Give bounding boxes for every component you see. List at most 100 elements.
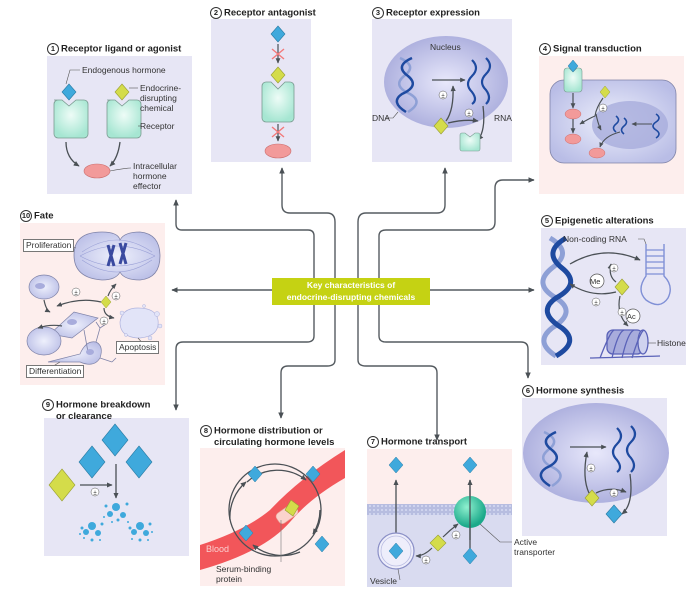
panel-6-drawing: ±± (523, 403, 669, 524)
effector (264, 143, 292, 159)
edc-diamond (48, 468, 76, 502)
connector-1 (173, 199, 315, 278)
ac-badge (625, 308, 641, 324)
hormone-diamond (388, 542, 404, 560)
label-me: Me (590, 277, 601, 286)
connector-9 (173, 304, 315, 411)
chromosome (106, 244, 116, 267)
cell (26, 326, 62, 356)
hormone-diamond (305, 465, 321, 483)
label-ac: Ac (627, 312, 636, 321)
receptor-shape (459, 132, 481, 152)
label-effector-2: hormone (133, 171, 167, 181)
panel-3-drawing: ±± (384, 36, 508, 152)
me-badge (589, 273, 605, 289)
label-receptor: Receptor (140, 121, 175, 131)
cell-membrane (367, 504, 512, 515)
pm-symbol: ± (93, 490, 97, 496)
effector (83, 163, 111, 179)
block-x-icon (271, 126, 285, 138)
chromosome (118, 242, 128, 265)
cell (49, 311, 99, 339)
edc-diamond (429, 534, 447, 552)
label-differentiation: Differentiation (26, 365, 85, 378)
blood-vessel (200, 450, 345, 570)
panel-2-drawing (261, 25, 295, 159)
edc-diamond (599, 85, 611, 99)
label-non-coding-rna: Non-coding RNA (563, 234, 627, 244)
receptor-shape (53, 99, 89, 139)
hormone-diamond (388, 456, 404, 474)
hormone-diamond (247, 465, 263, 483)
label-blood: Blood (206, 544, 230, 554)
label-apoptosis: Apoptosis (116, 341, 160, 354)
pm-symbol: ± (612, 491, 616, 497)
panel-8-drawing (200, 450, 345, 570)
hormone-diamond (238, 524, 254, 542)
pm-symbol: ± (424, 558, 428, 564)
pm-symbol: ± (441, 93, 445, 99)
receptor-shape (106, 99, 142, 139)
pm-symbol: ± (114, 294, 118, 300)
effector (588, 147, 606, 159)
fragments (79, 502, 153, 542)
label-nucleus: Nucleus (430, 42, 461, 52)
dividing-cell (73, 231, 161, 281)
edc-diamond (584, 489, 600, 507)
neuron (47, 341, 102, 365)
hormone-diamond (605, 504, 623, 524)
pm-symbol: ± (620, 310, 624, 316)
edc-diamond (433, 117, 449, 135)
pm-symbol: ± (612, 266, 616, 272)
pm-badge (438, 90, 448, 100)
pm-badge (617, 307, 627, 317)
effector (564, 133, 582, 145)
edc-diamond (284, 499, 300, 517)
pm-badge (609, 488, 619, 498)
panel-9-drawing: ± (48, 423, 153, 542)
pm-badge (591, 297, 601, 307)
pm-badge (421, 555, 431, 565)
label-active-2: transporter (514, 547, 556, 557)
label-edc-2: disrupting (140, 93, 177, 103)
label-serum-1: Serum-binding (216, 564, 272, 574)
panel-4-drawing: ± (549, 59, 677, 164)
edc-diamond (114, 83, 130, 101)
hormone-diamond (270, 25, 286, 43)
histone (589, 329, 661, 359)
label-active-1: Active (514, 537, 538, 547)
connector-6 (378, 304, 531, 379)
hormone-diamond (314, 535, 330, 553)
hormone-diamond (567, 59, 579, 73)
pm-badge (111, 291, 121, 301)
pm-badge (99, 316, 109, 326)
label-effector-3: effector (133, 181, 162, 191)
panel-2-bg (211, 19, 311, 162)
label-dna: DNA (372, 113, 390, 123)
pm-symbol: ± (601, 106, 605, 112)
dna-helix (539, 430, 562, 488)
pm-badge (451, 530, 461, 540)
rna-strands (466, 57, 492, 105)
dna-helix (540, 235, 574, 359)
pm-symbol: ± (74, 290, 78, 296)
label-serum-2: protein (216, 574, 242, 584)
pm-symbol: ± (594, 300, 598, 306)
connector-7 (357, 304, 440, 441)
block-x-icon (271, 48, 285, 60)
connector-2 (279, 167, 336, 278)
pm-symbol: ± (589, 466, 593, 472)
pm-symbol: ± (467, 111, 471, 117)
label-histone: Histone (657, 338, 686, 348)
pm-symbol: ± (102, 319, 106, 325)
panel-10-drawing: ± ± ± (26, 231, 163, 369)
label-edc-1: Endocrine- (140, 83, 182, 93)
